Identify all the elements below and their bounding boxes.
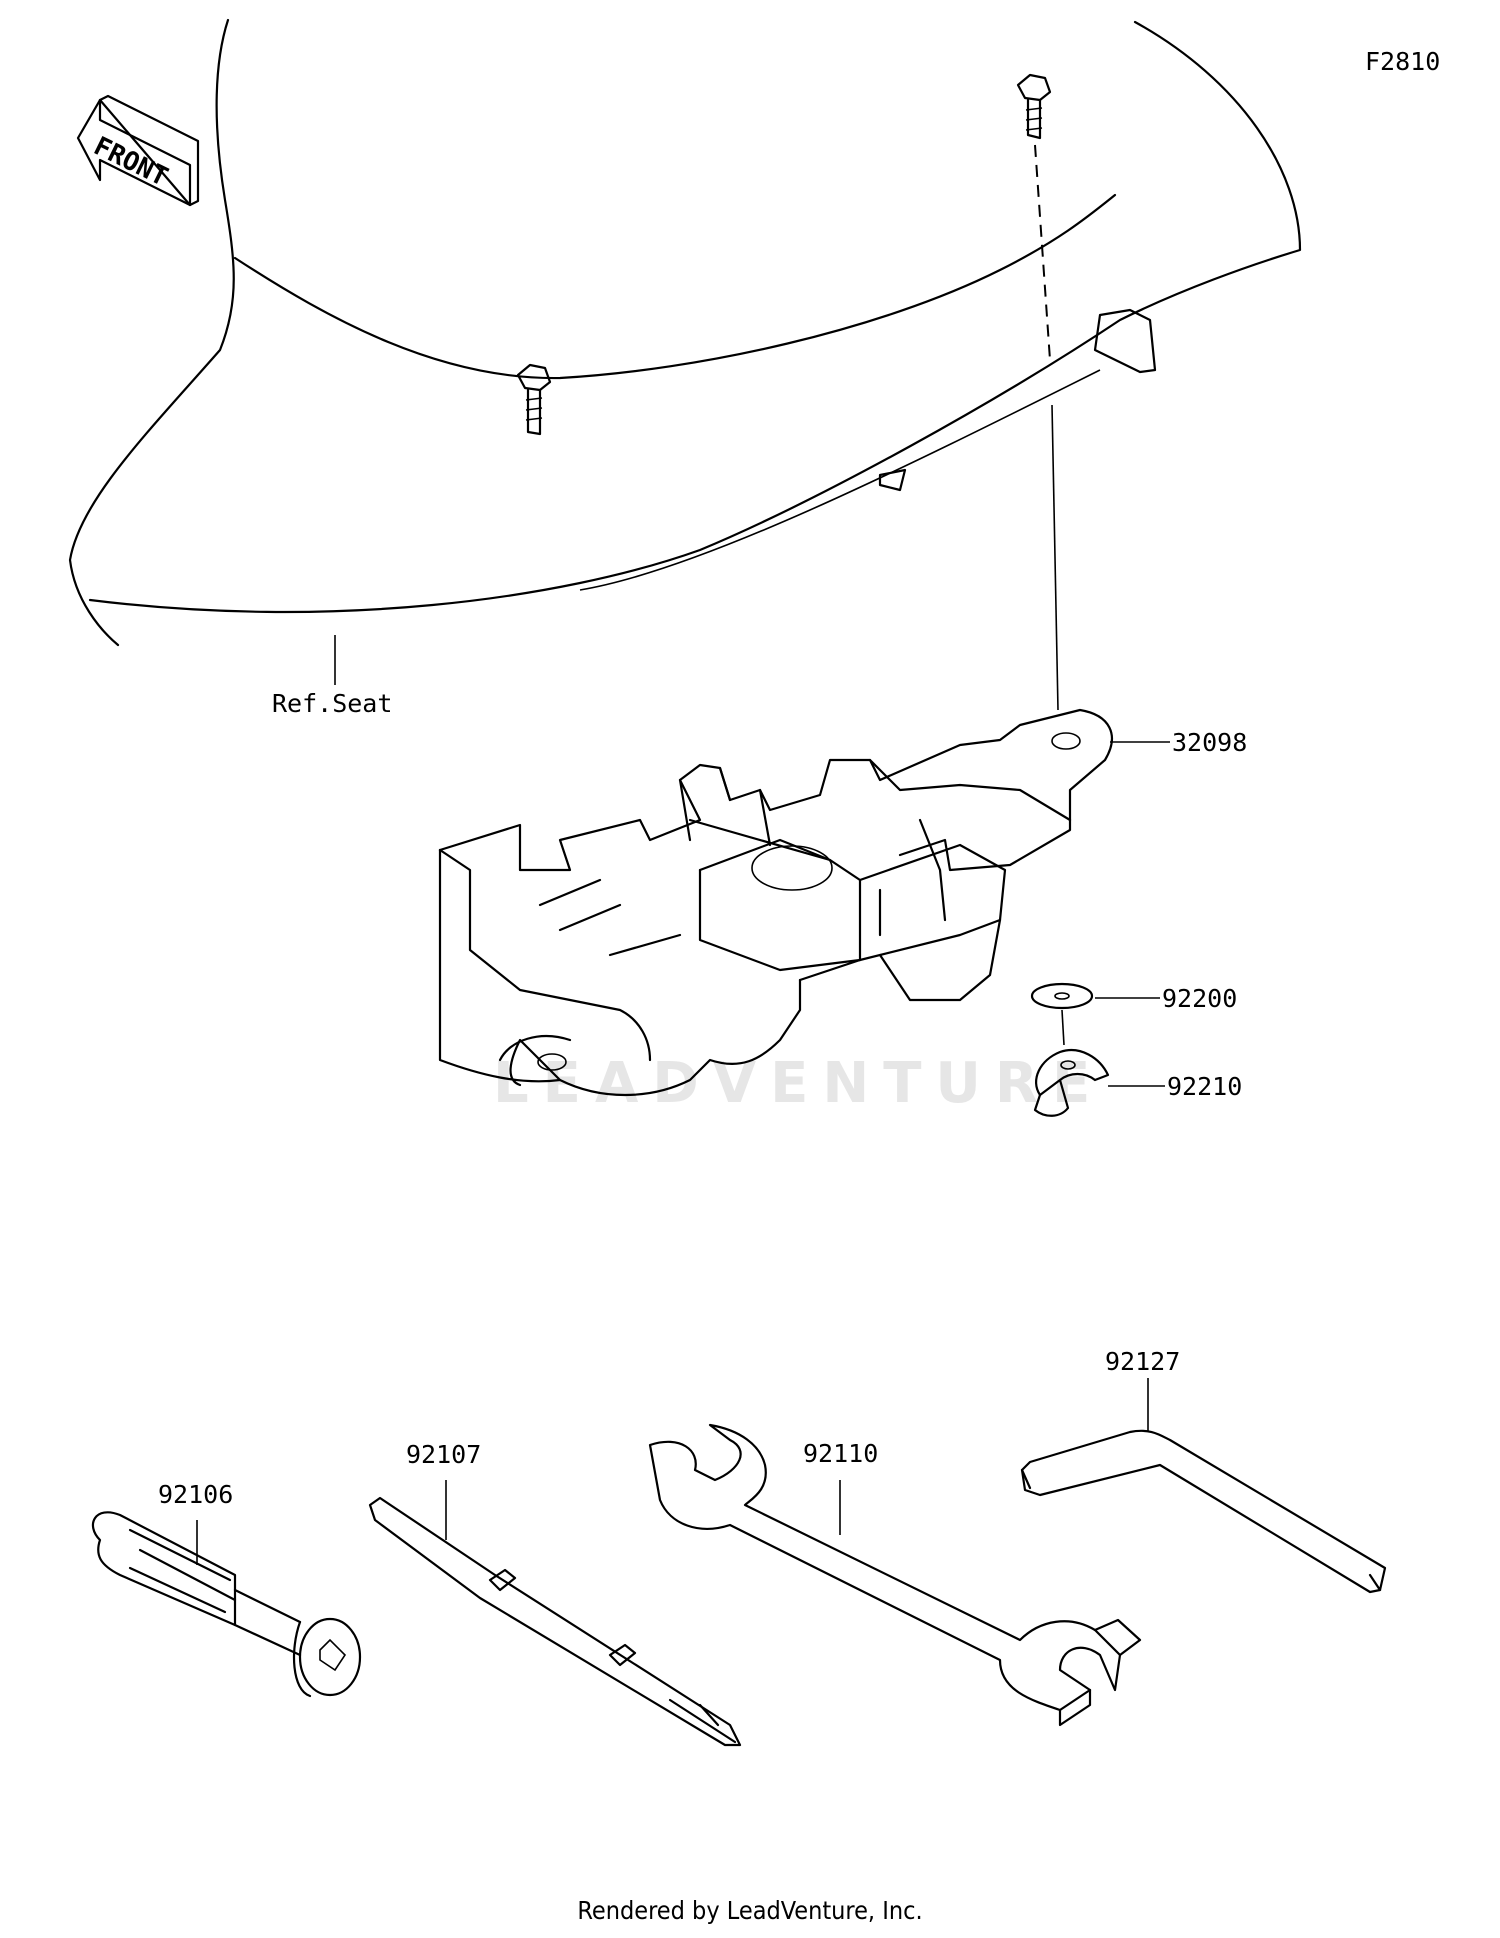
- footer-credit: Rendered by LeadVenture, Inc.: [577, 1896, 923, 1925]
- tool-tray: [438, 708, 1113, 1097]
- ref-seat-label: Ref.Seat: [272, 689, 392, 718]
- screwdriver-icon: [368, 1496, 742, 1747]
- tool-handle-icon: [91, 1511, 362, 1698]
- part-number-hex-key: 92127: [1105, 1347, 1180, 1376]
- part-number-wrench: 92110: [803, 1439, 878, 1468]
- wrench-icon: [648, 1423, 1142, 1727]
- front-arrow-icon: FRONT: [76, 94, 200, 207]
- part-number-tray: 32098: [1172, 728, 1247, 757]
- part-number-washer: 92200: [1162, 984, 1237, 1013]
- diagram-code: F2810: [1365, 47, 1440, 76]
- seat-outline: [68, 18, 1302, 647]
- washer-icon: [1030, 982, 1094, 1010]
- bolt-icon: [1016, 73, 1052, 140]
- hex-key-icon: [1020, 1429, 1387, 1594]
- part-number-tool-handle: 92106: [158, 1480, 233, 1509]
- part-number-wing-nut: 92210: [1167, 1072, 1242, 1101]
- watermark: LEADVENTURE: [493, 1051, 1104, 1116]
- part-number-screwdriver: 92107: [406, 1440, 481, 1469]
- wing-nut-icon: [1033, 1049, 1110, 1117]
- bolt-icon: [516, 363, 552, 436]
